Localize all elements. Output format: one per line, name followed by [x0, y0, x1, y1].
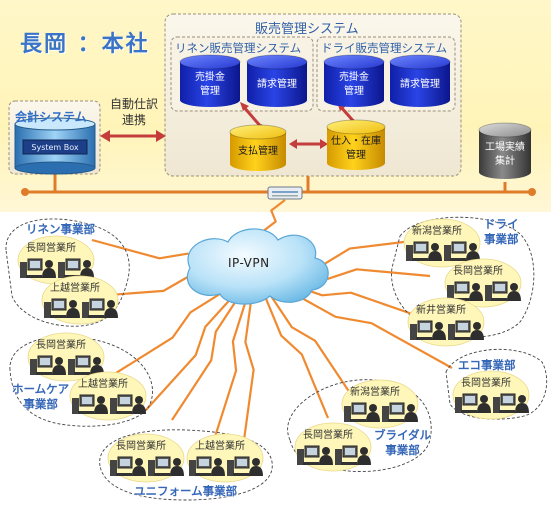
division-label-eco: エコ事業部 [458, 358, 516, 373]
office [403, 218, 481, 268]
workstation-icon [72, 394, 146, 414]
division-label-uniform: ユニフォーム事業部 [134, 484, 237, 499]
accounting-system-label: 会計システム [15, 110, 87, 124]
auto-link-label: 自動仕訳連携 [109, 97, 158, 127]
workstation-icon [189, 456, 263, 476]
vpn-link [261, 199, 286, 233]
vpn-links [91, 199, 453, 441]
office-label: 長岡営業所 [461, 378, 511, 389]
division-label-line: ドライ [484, 217, 519, 231]
office [407, 297, 485, 347]
db-label: 集計 [495, 154, 515, 167]
db-label: 工場実績 [485, 140, 525, 153]
office-label: 上越営業所 [195, 441, 245, 452]
division-label-dry: ドライ事業部 [484, 217, 519, 247]
db-label: 請求管理 [400, 77, 440, 90]
bus-drops [53, 174, 507, 192]
office [341, 379, 419, 429]
db-label: 管理 [344, 84, 364, 97]
vpn-link [242, 271, 257, 441]
division-label-line: ホームケア [12, 382, 70, 396]
office-label: 上越営業所 [50, 283, 100, 294]
workstation-icon [455, 393, 529, 413]
division-boundary [391, 216, 535, 338]
vpn-link [212, 271, 257, 441]
office [41, 275, 119, 325]
office [69, 371, 147, 421]
workstation-icon [410, 320, 484, 340]
workstation-icon [406, 241, 480, 261]
db-linen-billing-icon: 請求管理 [246, 54, 308, 107]
vpn-link [253, 271, 330, 419]
office [17, 235, 95, 285]
office-label: 長岡営業所 [453, 266, 503, 277]
db-label: 請求管理 [257, 77, 297, 90]
workstation-icon [110, 456, 184, 476]
ip-vpn-label: IP-VPN [228, 256, 270, 270]
linen-system-label: リネン販売管理システム [175, 41, 302, 55]
divisions [5, 216, 548, 501]
db-label: 売掛金 [339, 70, 369, 83]
auto-link-arrow [100, 130, 166, 142]
division-label-line: ブライダル [374, 428, 432, 442]
office [294, 422, 372, 472]
division-label-line: 事業部 [23, 397, 58, 411]
workstation-icon [44, 298, 118, 318]
division-boundary [5, 218, 130, 327]
hq-title: 長岡 ：本社 [20, 32, 150, 57]
sales-system-label: 販売管理システム [255, 22, 359, 37]
office-label: 新潟営業所 [350, 387, 400, 398]
office-label: 新潟営業所 [412, 226, 462, 237]
office-label: 長岡営業所 [303, 430, 353, 441]
workstation-icon [447, 281, 521, 301]
db-dry-billing-icon: 請求管理 [389, 54, 451, 107]
division-label-bridal: ブライダル事業部 [374, 428, 431, 458]
division-label-line: リネン事業部 [26, 222, 95, 236]
workstation-icon [20, 258, 94, 278]
db-payment-icon: 支払管理 [229, 124, 287, 171]
office [452, 370, 530, 420]
db-label: 売掛金 [195, 70, 225, 83]
division-label-line: ユニフォーム事業部 [134, 484, 238, 498]
office-label: 新井営業所 [416, 305, 466, 316]
workstation-icon [297, 445, 371, 465]
vpn-link [254, 271, 353, 397]
division-label-line: エコ事業部 [458, 358, 516, 372]
division-label-homecare: ホームケア事業部 [12, 382, 69, 412]
office-label: 長岡営業所 [116, 441, 166, 452]
office [186, 433, 264, 483]
office-label: 長岡営業所 [26, 243, 76, 254]
ip-vpn-cloud [186, 228, 329, 305]
dry-system-label: ドライ販売管理システム [321, 41, 448, 55]
db-label: 仕入・在庫 [331, 134, 381, 147]
division-label-linen: リネン事業部 [26, 222, 95, 237]
software-box-label: System Box [31, 143, 79, 152]
db-label: 管理 [346, 148, 366, 161]
division-boundary [99, 429, 273, 501]
office-label: 長岡営業所 [36, 340, 86, 351]
division-label-line: 事業部 [385, 443, 420, 457]
workstation-icon [344, 402, 418, 422]
db-label: 支払管理 [238, 144, 278, 157]
router-icon [267, 186, 303, 200]
office-label: 上越営業所 [78, 379, 128, 390]
office [107, 433, 185, 483]
office [27, 332, 105, 382]
bus-connectors [21, 188, 536, 196]
office [444, 258, 522, 308]
db-label: 管理 [200, 84, 220, 97]
division-label-line: 事業部 [484, 232, 519, 246]
accounting-software-icon: System Box [14, 117, 96, 175]
